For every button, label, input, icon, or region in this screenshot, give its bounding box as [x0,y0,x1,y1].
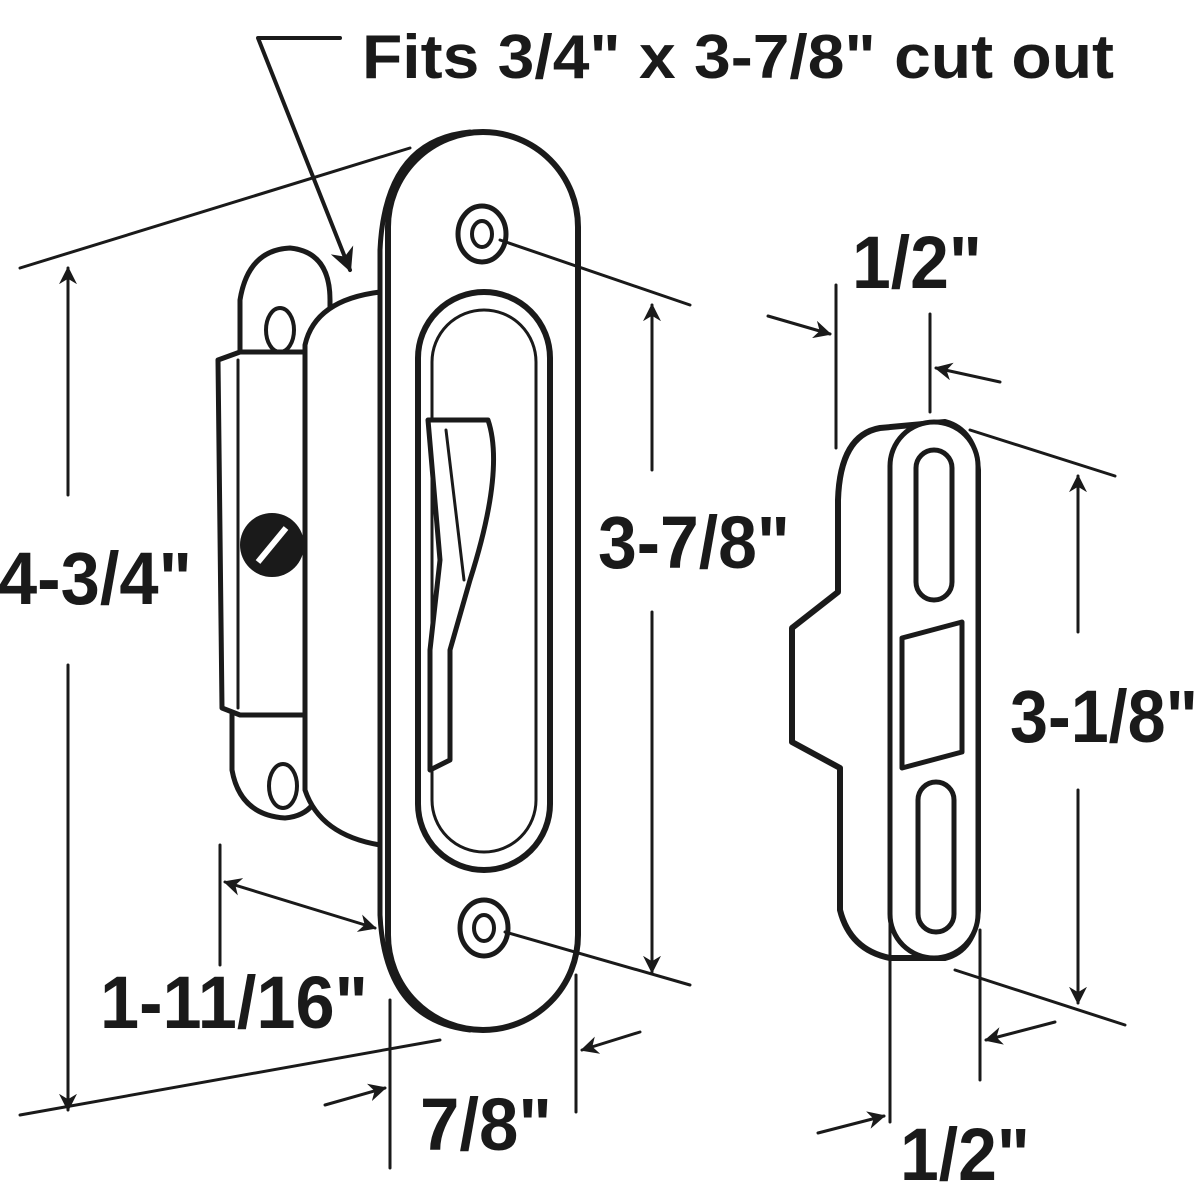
ext-line-hole-top [498,238,692,307]
top-screw-hole-inner [470,219,494,249]
overall-height-label: 4-3/4" [0,537,192,620]
strike-top-width-label: 1/2" [852,221,982,304]
strike-latch-opening [899,619,965,771]
latch-face-plate [377,129,581,1033]
dim-strike-top-width: 1/2" [766,221,1002,450]
dim-arrow-plate-left [323,1083,387,1107]
cutout-callout-text: Fits 3/4" x 3-7/8" cut out [362,23,1114,92]
strike-height-label: 3-1/8" [1010,675,1198,758]
dim-strike-height: 3-1/8" [953,428,1198,1027]
dim-arrow-strike-bottom-right [984,1020,1057,1045]
dim-body-depth: 1-11/16" [100,843,377,1044]
strike-upper-slot [913,447,955,603]
latch-housing [215,245,383,848]
ext-line-strike-bottom [953,968,1127,1027]
cutout-callout: Fits 3/4" x 3-7/8" cut out [256,23,1114,273]
ext-line-strike-top [968,428,1117,478]
dim-arrow-plate-right [580,1030,642,1054]
housing-top-ear [237,245,333,355]
ext-line-top [18,146,412,270]
hook-edge [444,428,466,582]
dim-plate-width: 7/8" [323,973,642,1170]
dim-hole-spacing: 3-7/8" [498,238,790,987]
latch-hook [425,417,497,773]
dim-arrow-strike-bottom-left [816,1111,886,1135]
dim-arrow-strike-top-right [934,362,1002,384]
strike-lower-slot [915,779,957,935]
screw-slot [255,526,289,564]
strike-plate [789,419,981,961]
dim-overall-height: 4-3/4" [0,146,442,1117]
ext-line-hole-bottom [503,930,692,987]
body-depth-label: 1-11/16" [100,961,368,1044]
dim-line-body-depth [223,878,377,932]
housing-mid-block [302,289,383,848]
top-ear-hole [264,306,296,354]
callout-leader-line [256,36,354,273]
dim-strike-bottom-width: 1/2" [816,873,1057,1196]
dim-arrow-strike-top-left [766,314,832,339]
bottom-ear-hole [267,762,299,810]
hole-spacing-label: 3-7/8" [598,501,790,584]
bottom-screw-hole-inner [472,913,496,943]
ext-line-bottom [18,1038,442,1117]
strike-bottom-width-label: 1/2" [900,1113,1030,1196]
plate-width-label: 7/8" [420,1083,552,1166]
